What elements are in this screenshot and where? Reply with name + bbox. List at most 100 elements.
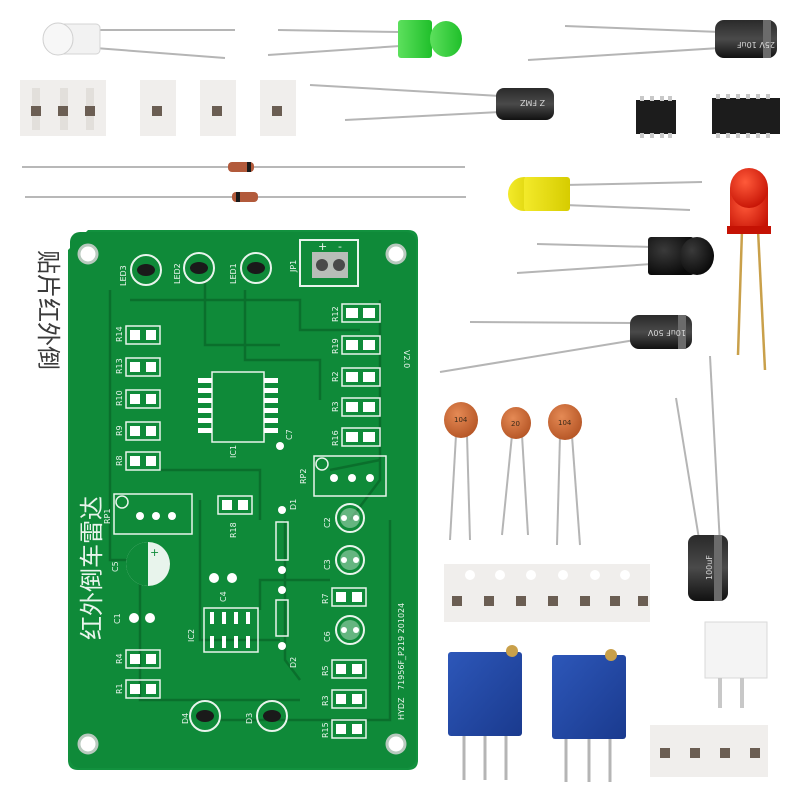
label-rp2: RP2 [299,469,308,484]
ceramic-capacitor-3: 104 [548,404,582,546]
label-r18: R18 [229,522,238,538]
ir-receiver-led [516,237,714,275]
bottom-right-pads [336,664,362,734]
mount-hole-bl [77,733,99,755]
label-r1: R1 [115,683,124,694]
ceramic-1-label: 104 [454,416,468,424]
ic1-footprint [198,371,278,443]
board-brand: HYDZ [397,697,406,720]
electrolytic-capacitor-mid2: 10uF 50V [439,315,692,373]
red-led [727,168,771,371]
label-c3: C3 [323,559,332,570]
label-ic2: IC2 [187,629,196,642]
trimmer-pot-1 [448,645,522,780]
label-d2: D2 [289,657,298,668]
label-r14: R14 [115,326,124,342]
rp2-footprint [313,455,387,497]
electrolytic-capacitor-top: 25V 10uF [527,20,777,61]
jp1-terminal [299,239,359,287]
c5-footprint: + [126,542,170,586]
label-r16: R16 [331,430,340,446]
smd-resistor-strip-1 [20,80,106,136]
label-r5: R5 [321,665,330,676]
label-minus: - [338,240,342,253]
c7-pad [276,442,284,450]
label-r3: R3 [331,401,340,412]
ceramic-capacitor-2: 20 [501,407,531,536]
label-r10: R10 [115,390,124,406]
right-resistor-pads [346,308,375,442]
smd-resistor-strip-bottom [650,725,768,777]
label-r15: R15 [321,722,330,738]
label-d1: D1 [289,499,298,510]
r4-r1-pads [130,654,156,694]
svg-text:+: + [150,546,159,559]
mount-hole-br [385,733,407,755]
board-code: 71956F_P219 201024 [397,603,406,690]
cap-top-label: 25V 10uF [737,40,775,49]
left-resistor-pads [130,330,156,466]
pcb-board: LED3 LED2 LED1 JP1 + - R12 R19 R2 R3 [68,230,418,770]
label-c2: C2 [323,517,332,528]
cap-big-label: 100uF [705,555,714,580]
smd-resistor-single-2 [200,80,236,136]
diode-2 [25,192,466,202]
label-c7: C7 [285,429,294,440]
board-title: 红外倒车雷达 [78,496,106,640]
d1-footprint [275,506,289,574]
ic-dip8 [636,96,676,138]
label-r13: R13 [115,358,124,374]
label-r3-bottom: R3 [321,695,330,706]
d3-footprint [256,700,288,732]
diode-1 [22,162,465,172]
label-r4: R4 [115,653,124,664]
trimmer-pot-2 [552,649,626,782]
label-r2: R2 [331,371,340,382]
label-r7: R7 [321,593,330,604]
cap-mid2-label: 10uF 50V [647,328,686,337]
c2-footprint [335,503,365,533]
label-led3: LED3 [119,265,128,286]
label-d4: D4 [181,713,190,724]
label-jp1: JP1 [289,260,298,273]
c1-footprint [129,613,155,623]
yellow-led [508,177,703,211]
mount-hole-tr [385,243,407,265]
board-version: V2.0 [402,350,411,368]
label-r9: R9 [115,425,124,436]
label-led1: LED1 [229,263,238,284]
ceramic-2-label: 20 [511,420,520,428]
label-plus: + [318,240,327,253]
label-ic1: IC1 [229,445,238,458]
label-c4: C4 [219,591,228,602]
rp1-footprint [113,493,193,535]
smd-resistor-single-1 [140,80,176,136]
r7-pads [336,592,362,602]
label-r12: R12 [331,306,340,322]
label-rp1: RP1 [103,509,112,524]
smd-resistor-single-3 [260,80,296,136]
ceramic-capacitor-1: 104 [444,402,478,541]
electrolytic-capacitor-big: 100uF [675,355,728,601]
cap-mid-label: Z FMZ [519,98,545,107]
label-c5: C5 [111,561,120,572]
green-led [267,20,462,58]
ic2-footprint [203,607,259,653]
label-c6: C6 [323,631,332,642]
ic-dip14 [712,94,780,138]
label-r8: R8 [115,455,124,466]
white-led [42,22,235,59]
c4-footprint [209,573,237,583]
mount-hole-tl [77,243,99,265]
ceramic-3-label: 104 [558,419,572,427]
label-led2: LED2 [173,263,182,284]
electrolytic-capacitor-mid: Z FMZ [309,84,554,121]
d2-footprint [275,586,289,650]
label-r19: R19 [331,338,340,354]
label-d3: D3 [245,713,254,724]
r18-pads [222,500,248,510]
header-connector [704,621,768,708]
c6-footprint [335,615,365,645]
background-text: 贴片红外倒 [34,250,62,370]
